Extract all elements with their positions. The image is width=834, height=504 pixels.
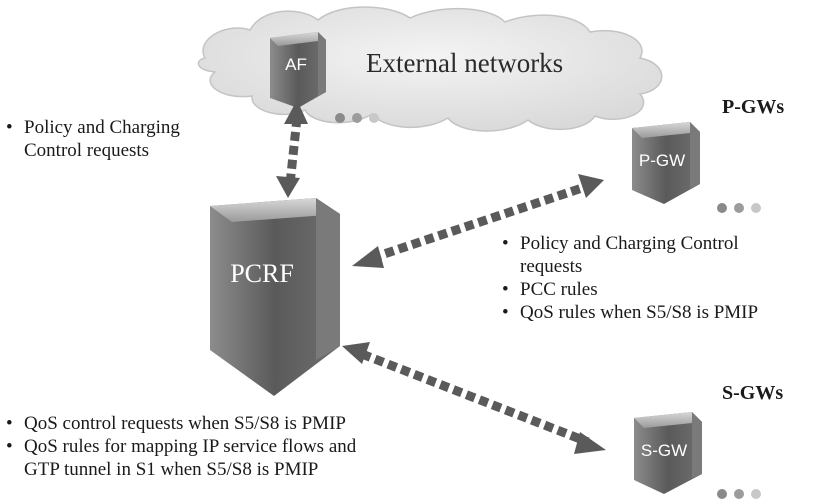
- sgw-label: S-GW: [641, 441, 687, 460]
- pcrf-sgw-message-item: QoS rules for mapping IP service flows a…: [2, 435, 356, 481]
- pcrf-node: PCRF: [210, 198, 340, 396]
- pgw-node: P-GW: [632, 122, 700, 204]
- pcrf-sgw-message-list: QoS control requests when S5/S8 is PMIP …: [2, 412, 356, 481]
- sgw-node: S-GW: [634, 412, 702, 494]
- af-more-dots: [335, 113, 379, 123]
- arrow-af-pcrf: [276, 100, 308, 198]
- sgw-more-dots: [717, 489, 761, 499]
- pgw-more-dots: [717, 203, 761, 213]
- pcrf-label: PCRF: [230, 259, 294, 288]
- external-networks-label: External networks: [366, 48, 564, 78]
- pcrf-pgw-message-item: QoS rules when S5/S8 is PMIP: [498, 301, 758, 324]
- arrow-pcrf-sgw: [342, 342, 606, 454]
- pcrf-pgw-message-item: PCC rules: [498, 278, 758, 301]
- af-label: AF: [285, 55, 307, 74]
- arrow-pcrf-pgw: [352, 174, 604, 268]
- pcrf-sgw-message-item: QoS control requests when S5/S8 is PMIP: [2, 412, 356, 435]
- pgws-title: P-GWs: [722, 96, 785, 118]
- af-node: AF: [270, 32, 326, 108]
- sgws-title: S-GWs: [722, 382, 784, 404]
- pgw-label: P-GW: [639, 151, 685, 170]
